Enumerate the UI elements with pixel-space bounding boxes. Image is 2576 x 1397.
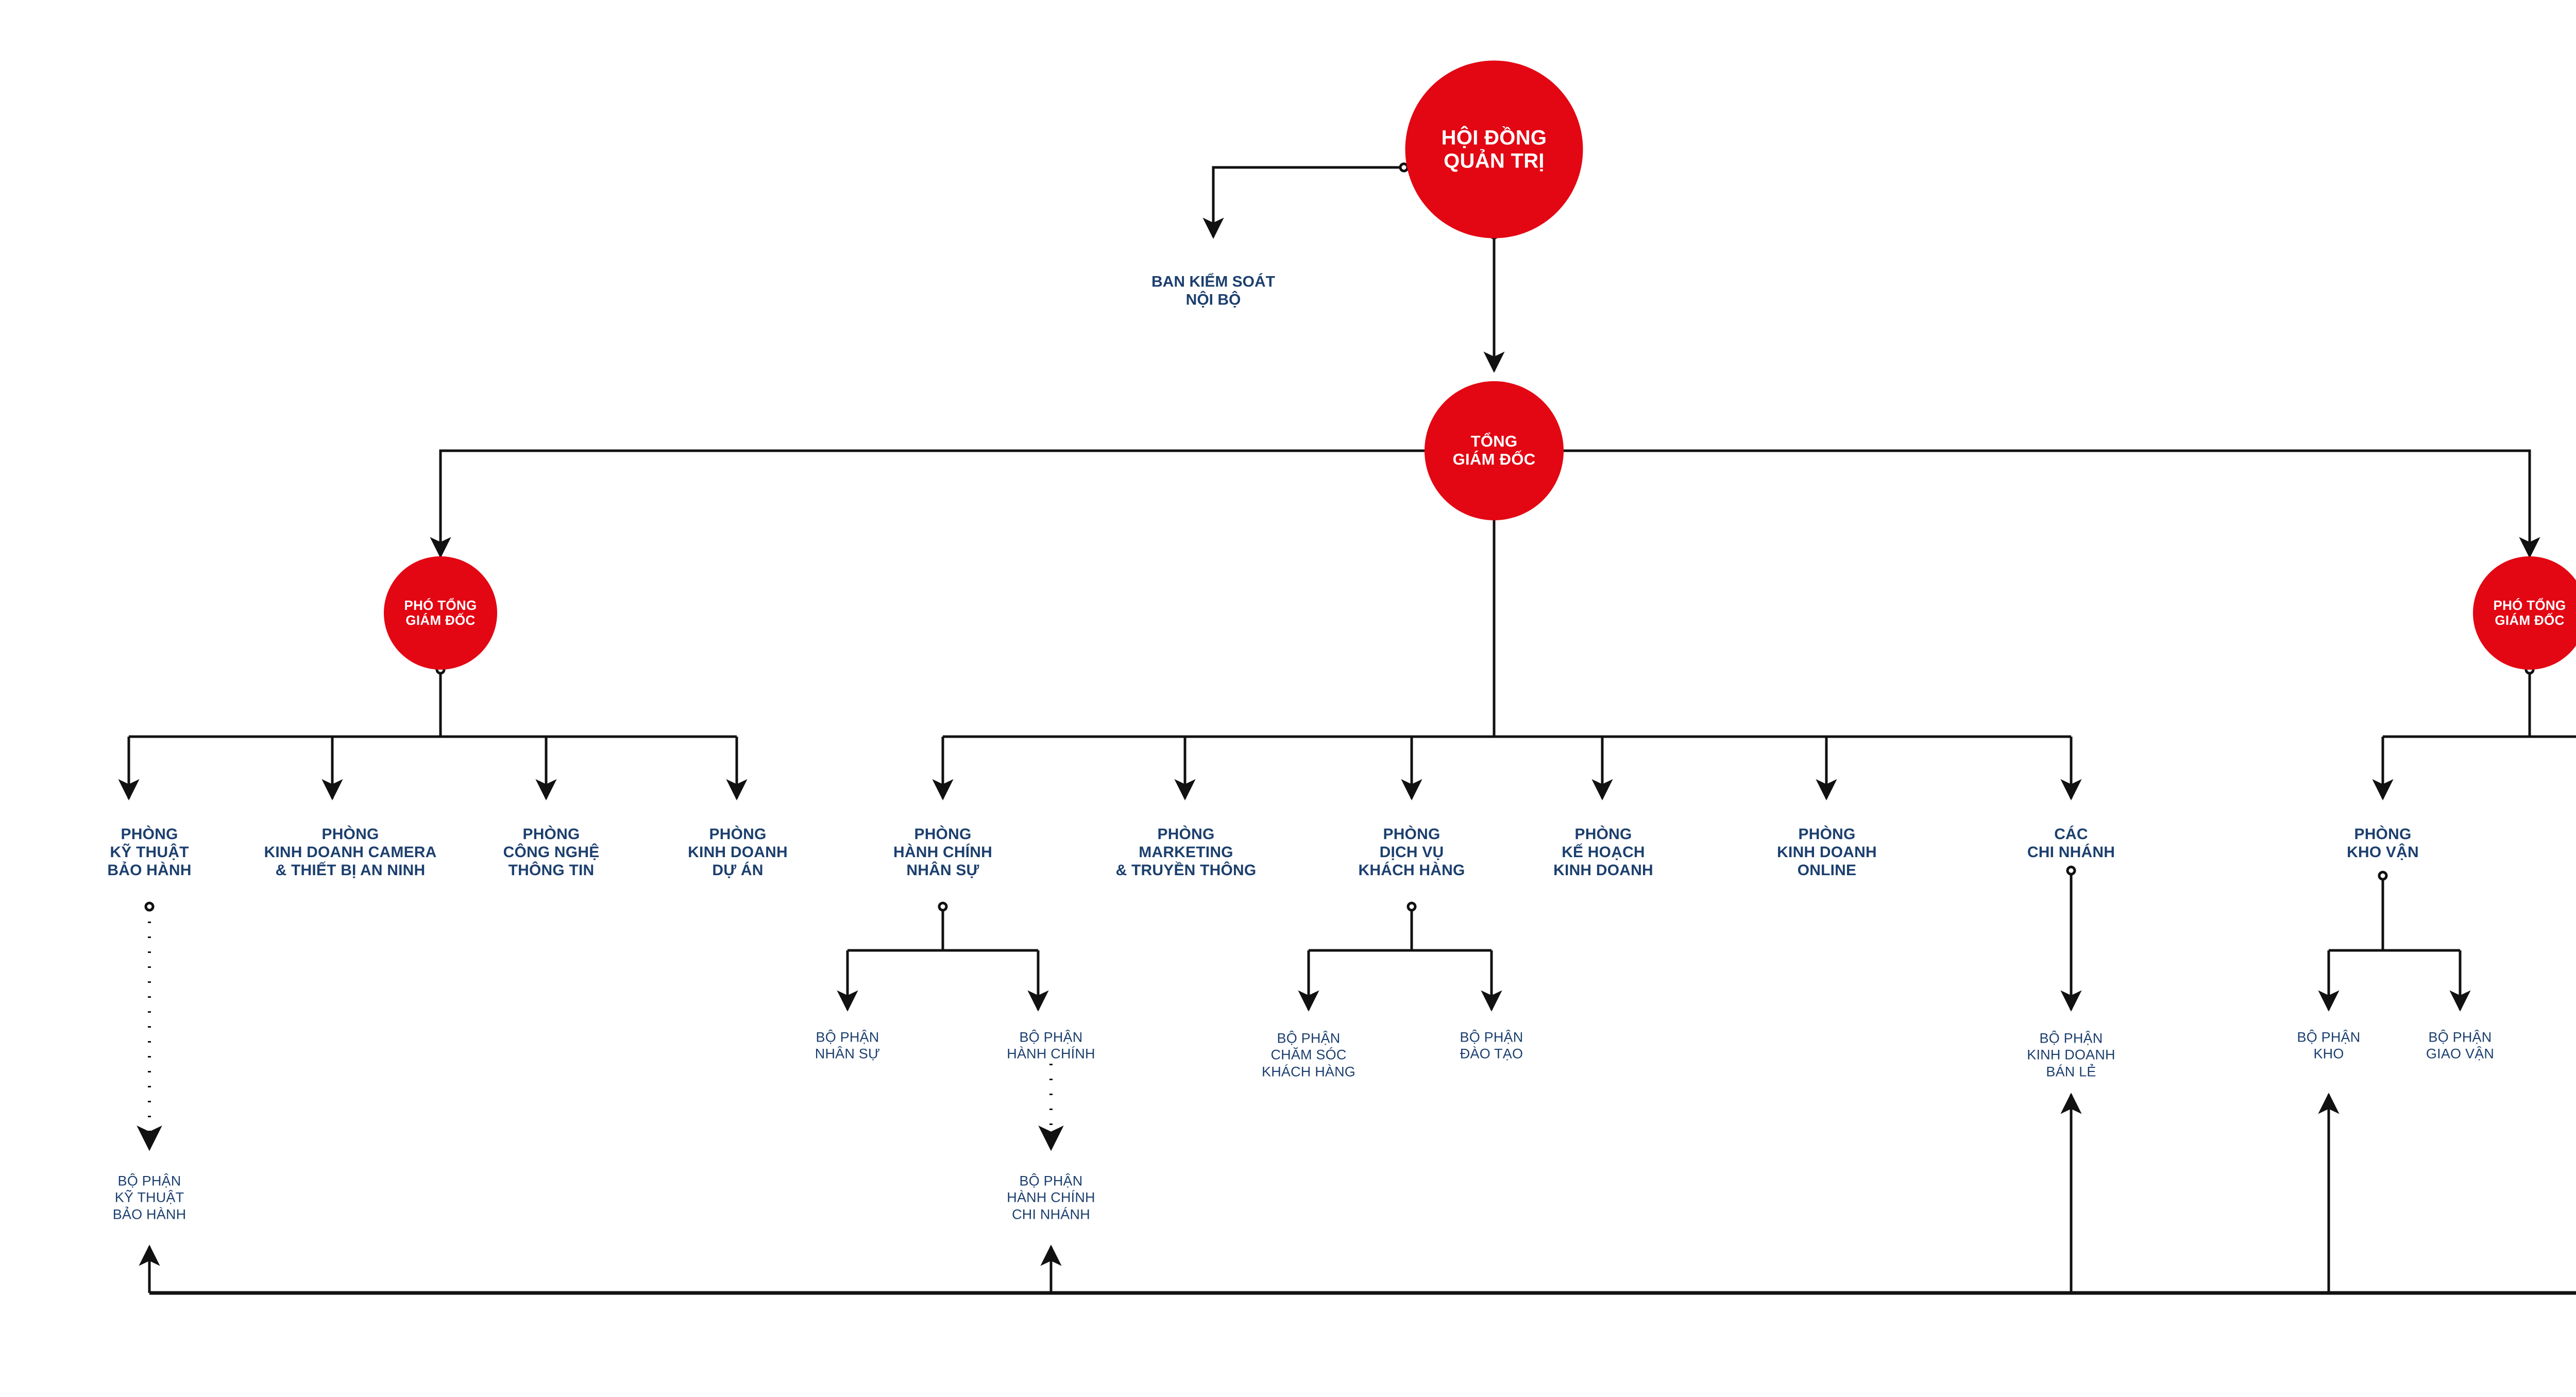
dept-line-3: KINH DOANH xyxy=(1553,861,1653,879)
dept-line-3: BẢO HÀNH xyxy=(107,861,192,879)
sub-line-2: HÀNH CHÍNH xyxy=(1007,1189,1095,1205)
node-ceo[interactable]: TỔNG GIÁM ĐỐC xyxy=(1425,381,1564,520)
sub-line-2: NHÂN SỰ xyxy=(815,1046,880,1062)
vp-right-line-2: GIÁM ĐỐC xyxy=(2495,612,2565,628)
sub-line-2: CHĂM SÓC xyxy=(1270,1047,1347,1063)
dept-line-3: DỰ ÁN xyxy=(712,861,764,879)
vp-right-line-1: PHÓ TỔNG xyxy=(2493,597,2566,613)
sub-line-3: KHÁCH HÀNG xyxy=(1261,1064,1356,1080)
dept-line-2: MARKETING xyxy=(1139,843,1233,861)
sub-line-2: KỸ THUẬT xyxy=(114,1189,184,1205)
subdept-retail-sales[interactable]: BỘ PHẬN KINH DOANH BÁN LẺ xyxy=(2027,1030,2115,1080)
dept-line-1: CÁC xyxy=(2054,826,2088,843)
sub-line-2: ĐÀO TẠO xyxy=(1460,1046,1523,1062)
dept-line-1: PHÒNG xyxy=(321,825,379,843)
dept-line-3: ONLINE xyxy=(1797,861,1857,879)
subdept-delivery[interactable]: BỘ PHẬN GIAO VẬN xyxy=(2426,1029,2494,1063)
ceo-line-1: TỔNG xyxy=(1470,432,1518,451)
audit-line-1: BAN KIỂM SOÁT xyxy=(1151,273,1275,291)
dept-camera-security-sales[interactable]: PHÒNG KINH DOANH CAMERA & THIẾT BỊ AN NI… xyxy=(264,826,436,879)
dept-branches[interactable]: CÁC CHI NHÁNH xyxy=(2027,826,2115,862)
dept-line-1: PHÒNG xyxy=(709,825,767,843)
subdept-human-resources[interactable]: BỘ PHẬN NHÂN SỰ xyxy=(815,1029,880,1063)
dept-line-2: KINH DOANH xyxy=(688,843,788,861)
sub-line-3: BÁN LẺ xyxy=(2046,1064,2096,1080)
sub-line-2: GIAO VẬN xyxy=(2426,1046,2495,1062)
subdept-stock[interactable]: BỘ PHẬN KHO xyxy=(2297,1029,2361,1063)
dept-information-technology[interactable]: PHÒNG CÔNG NGHỆ THÔNG TIN xyxy=(503,826,600,879)
dept-line-1: PHÒNG xyxy=(1157,825,1215,843)
dept-line-3: & TRUYỀN THÔNG xyxy=(1115,861,1257,879)
sub-line-3: BẢO HÀNH xyxy=(112,1206,187,1222)
dept-technical-warranty[interactable]: PHÒNG KỸ THUẬT BẢO HÀNH xyxy=(107,826,191,879)
dept-line-3: KHÁCH HÀNG xyxy=(1358,861,1465,879)
subdept-technical-warranty[interactable]: BỘ PHẬN KỸ THUẬT BẢO HÀNH xyxy=(113,1172,187,1222)
dept-line-2: HÀNH CHÍNH xyxy=(893,843,992,861)
dept-line-2: CHI NHÁNH xyxy=(2027,844,2115,861)
subdept-training[interactable]: BỘ PHẬN ĐÀO TẠO xyxy=(1460,1029,1523,1063)
sub-line-1: BỘ PHẬN xyxy=(2039,1030,2103,1046)
dept-line-3: NHÂN SỰ xyxy=(906,861,979,879)
sub-line-1: BỘ PHẬN xyxy=(1277,1030,1341,1046)
sub-line-2: HÀNH CHÍNH xyxy=(1007,1046,1095,1062)
board-line-1: HỘI ĐỒNG xyxy=(1441,126,1547,149)
board-line-2: QUẢN TRỊ xyxy=(1444,149,1545,172)
sub-line-1: BỘ PHẬN xyxy=(816,1029,879,1045)
node-board-of-directors[interactable]: HỘI ĐỒNG QUẢN TRỊ xyxy=(1405,60,1583,238)
dept-administration-hr[interactable]: PHÒNG HÀNH CHÍNH NHÂN SỰ xyxy=(893,826,992,879)
dept-project-sales[interactable]: PHÒNG KINH DOANH DỰ ÁN xyxy=(688,826,788,879)
dept-line-1: PHÒNG xyxy=(1574,825,1632,843)
subdept-customer-care[interactable]: BỘ PHẬN CHĂM SÓC KHÁCH HÀNG xyxy=(1262,1030,1355,1080)
dept-line-2: CÔNG NGHỆ xyxy=(503,843,600,861)
dept-line-2: KINH DOANH CAMERA xyxy=(264,843,437,861)
dept-line-2: KẾ HOẠCH xyxy=(1562,843,1645,861)
sub-line-3: CHI NHÁNH xyxy=(1012,1206,1090,1222)
vp-left-line-1: PHÓ TỔNG xyxy=(404,597,477,613)
dept-line-2: KINH DOANH xyxy=(1777,843,1877,861)
dept-warehouse-logistics[interactable]: PHÒNG KHO VẬN xyxy=(2347,826,2419,862)
dept-marketing-communications[interactable]: PHÒNG MARKETING & TRUYỀN THÔNG xyxy=(1116,826,1257,879)
dept-line-3: & THIẾT BỊ AN NINH xyxy=(275,861,426,879)
ceo-line-2: GIÁM ĐỐC xyxy=(1452,450,1536,468)
dept-line-1: PHÒNG xyxy=(522,825,580,843)
dept-line-1: PHÒNG xyxy=(2354,826,2412,843)
sub-line-2: KINH DOANH xyxy=(2027,1047,2115,1063)
node-vice-ceo-right[interactable]: PHÓ TỔNG GIÁM ĐỐC xyxy=(2473,556,2576,670)
dept-line-2: DỊCH VỤ xyxy=(1379,843,1444,861)
dept-line-3: THÔNG TIN xyxy=(508,861,595,879)
dept-customer-service[interactable]: PHÒNG DỊCH VỤ KHÁCH HÀNG xyxy=(1359,826,1465,879)
sub-line-1: BỘ PHẬN xyxy=(117,1173,181,1189)
audit-line-2: NỘI BỘ xyxy=(1185,292,1241,309)
dept-business-planning[interactable]: PHÒNG KẾ HOẠCH KINH DOANH xyxy=(1553,826,1653,879)
subdept-administration[interactable]: BỘ PHẬN HÀNH CHÍNH xyxy=(1007,1029,1095,1063)
node-vice-ceo-left[interactable]: PHÓ TỔNG GIÁM ĐỐC xyxy=(384,556,497,670)
dept-line-2: KHO VẬN xyxy=(2347,844,2419,861)
dept-line-1: PHÒNG xyxy=(121,825,178,843)
sub-line-1: BỘ PHẬN xyxy=(2428,1029,2492,1045)
sub-line-2: KHO xyxy=(2313,1046,2344,1062)
dept-online-sales[interactable]: PHÒNG KINH DOANH ONLINE xyxy=(1777,826,1877,879)
sub-line-1: BỘ PHẬN xyxy=(1019,1029,1083,1045)
node-internal-audit[interactable]: BAN KIỂM SOÁT NỘI BỘ xyxy=(1151,273,1275,310)
sub-line-1: BỘ PHẬN xyxy=(1460,1029,1523,1045)
sub-line-1: BỘ PHẬN xyxy=(2297,1029,2361,1045)
dept-line-1: PHÒNG xyxy=(914,825,972,843)
dept-line-2: KỸ THUẬT xyxy=(110,843,189,861)
sub-line-1: BỘ PHẬN xyxy=(1019,1173,1083,1189)
subdept-branch-administration[interactable]: BỘ PHẬN HÀNH CHÍNH CHI NHÁNH xyxy=(1007,1172,1095,1222)
vp-left-line-2: GIÁM ĐỐC xyxy=(405,612,476,628)
dept-line-1: PHÒNG xyxy=(1798,825,1856,843)
dept-line-1: PHÒNG xyxy=(1383,825,1440,843)
